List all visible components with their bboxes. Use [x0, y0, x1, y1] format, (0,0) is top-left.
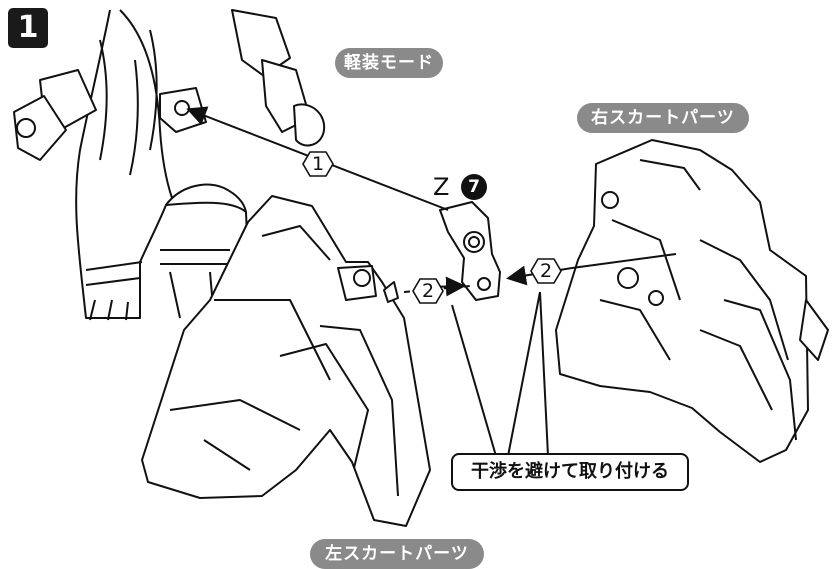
- step-number-badge: 1: [8, 8, 48, 48]
- connector-part-z7: [439, 201, 501, 301]
- figure-body: [13, 9, 326, 321]
- part-number-badge: 7: [461, 174, 487, 200]
- interference-note: 干渉を避けて取り付ける: [451, 453, 689, 491]
- callout-2-left-text: 2: [421, 280, 435, 302]
- callout-hex-1: 1: [302, 151, 334, 177]
- part-runner-code: Z: [433, 173, 450, 201]
- light-mode-label: 軽装モード: [335, 48, 443, 78]
- callout-hex-2-right: 2: [530, 258, 562, 284]
- callout-1-text: 1: [311, 153, 325, 175]
- left-skirt-part: [141, 195, 431, 527]
- leader-mid: [507, 291, 541, 457]
- right-skirt-label: 右スカートパーツ: [577, 103, 749, 133]
- leader-left: [451, 304, 497, 457]
- right-skirt-part: [555, 139, 829, 463]
- callout-hex-2-left: 2: [412, 278, 444, 304]
- left-skirt-label: 左スカートパーツ: [310, 539, 484, 569]
- leader-right: [539, 291, 549, 457]
- callout-2-right-text: 2: [539, 260, 553, 282]
- arrow-2-right: [506, 253, 677, 286]
